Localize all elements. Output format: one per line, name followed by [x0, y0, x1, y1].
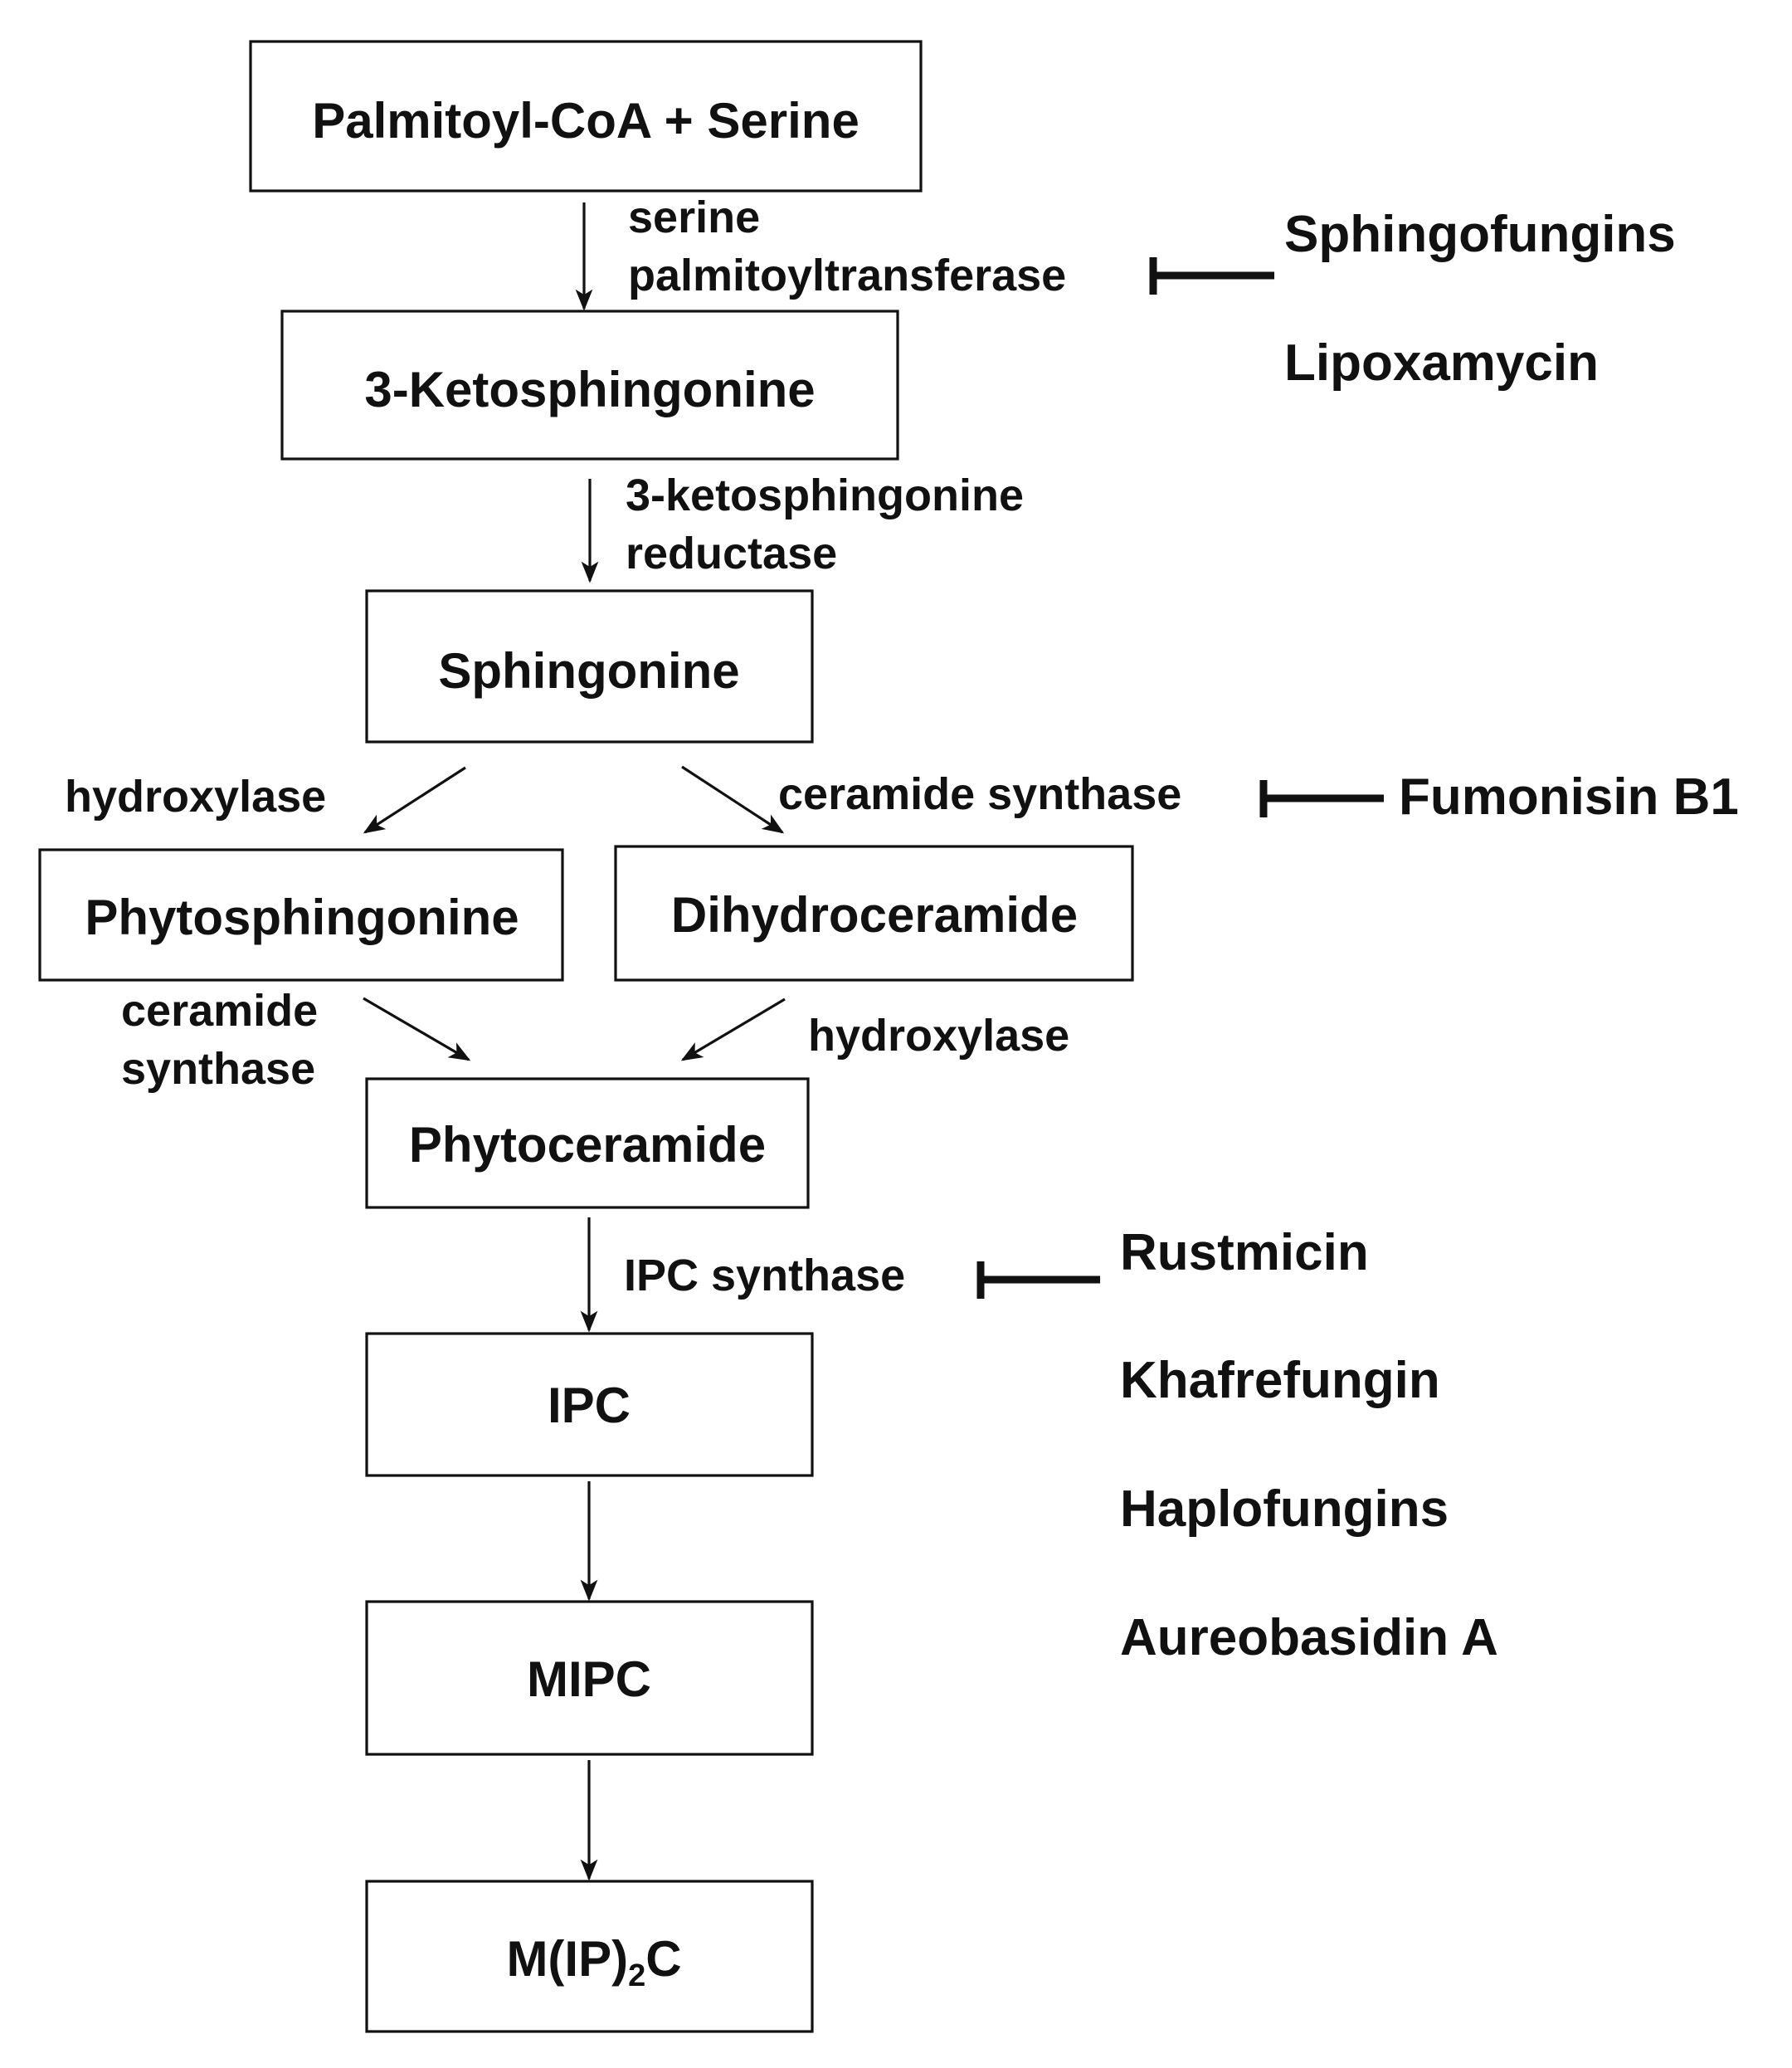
- arrow-dihydroceramide-to-phytoceramide: [680, 997, 786, 1061]
- node-box-ipc: [365, 1332, 814, 1477]
- enzyme-label-ceramide-left: ceramide: [121, 986, 318, 1036]
- inhibitor-label-sphingofungins: Sphingofungins: [1284, 206, 1676, 263]
- node-box-phytosphingonine: [38, 848, 564, 982]
- node-label-mipc: MIPC: [527, 1651, 651, 1707]
- enzyme-label-synthase-left: synthase: [121, 1044, 315, 1094]
- node-box-dihydroceramide: [614, 845, 1134, 982]
- node-label-ipc: IPC: [548, 1378, 631, 1433]
- enzyme-label-serine: serine: [628, 193, 760, 242]
- inhibitor-label-haplofungins: Haplofungins: [1120, 1480, 1449, 1538]
- node-label-phytosphingonine: Phytosphingonine: [85, 890, 519, 945]
- enzyme-label-3-ketosphingonine: 3-ketosphingonine: [626, 471, 1024, 520]
- inhibition-bar-serine-palmitoyltransferase: [1149, 257, 1274, 295]
- node-box-palmitoyl-coa-serine: [249, 40, 923, 193]
- arrow-sphingonine-to-phytosphingonine: [363, 766, 466, 834]
- inhibitor-label-aureobasidin-a: Aureobasidin A: [1120, 1609, 1498, 1666]
- node-label-mip2c: M(IP)2C: [506, 1931, 681, 1993]
- node-box-phytoceramide: [365, 1077, 810, 1209]
- inhibitor-label-lipoxamycin: Lipoxamycin: [1284, 334, 1599, 392]
- inhibitor-label-rustmicin: Rustmicin: [1120, 1224, 1369, 1281]
- node-label-3-ketosphingonine: 3-Ketosphingonine: [364, 362, 815, 417]
- arrow-phytosphingonine-to-phytoceramide: [363, 997, 471, 1061]
- node-box-mipc: [365, 1600, 814, 1756]
- node-label-dihydroceramide: Dihydroceramide: [671, 887, 1078, 943]
- inhibition-bar-ceramide-synthase: [1259, 780, 1384, 817]
- inhibition-bar-ipc-synthase: [976, 1261, 1100, 1299]
- enzyme-label-palmitoyltransferase: palmitoyltransferase: [628, 251, 1066, 300]
- node-box-mip2c: [365, 1880, 814, 2033]
- enzyme-label-hydroxylase-left: hydroxylase: [65, 772, 326, 822]
- inhibitor-label-fumonisin-b1: Fumonisin B1: [1399, 768, 1739, 826]
- enzyme-label-ipc-synthase: IPC synthase: [624, 1251, 905, 1300]
- node-label-phytoceramide: Phytoceramide: [409, 1117, 766, 1173]
- enzyme-label-hydroxylase-right: hydroxylase: [808, 1011, 1069, 1061]
- enzyme-label-ceramide-synthase-right: ceramide synthase: [778, 769, 1181, 819]
- arrow-sphingonine-to-dihydroceramide: [681, 765, 785, 834]
- enzyme-label-reductase: reductase: [626, 529, 837, 578]
- node-label-palmitoyl-coa-serine: Palmitoyl-CoA + Serine: [312, 93, 859, 149]
- node-label-sphingonine: Sphingonine: [438, 643, 739, 699]
- node-label-mip2c-subscript: 2: [628, 1958, 645, 1993]
- inhibitor-label-khafrefungin: Khafrefungin: [1120, 1352, 1440, 1409]
- node-box-3-ketosphingonine: [280, 310, 899, 461]
- node-box-sphingonine: [365, 589, 814, 744]
